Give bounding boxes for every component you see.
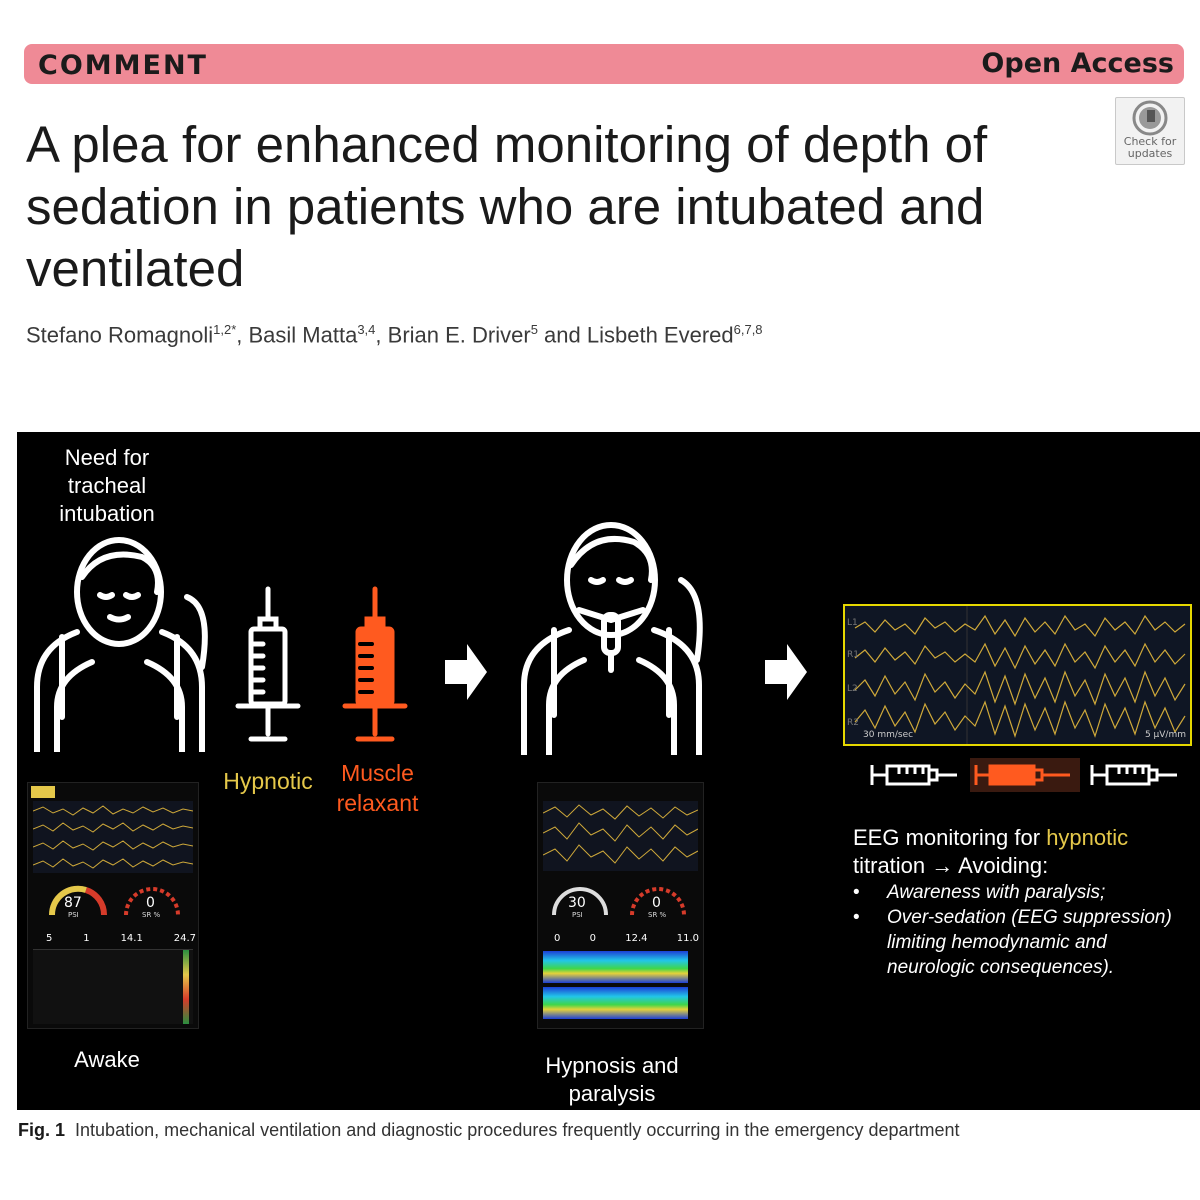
patient-awake-icon [34,537,208,752]
psi-value: 87 [64,895,82,911]
hypnotic-label: Hypnotic [223,768,313,794]
syringe-horizontal-icon [870,764,957,786]
eeg-heading-text: EEG monitoring for [853,825,1047,850]
hypnosis-paralysis-label: Hypnosis and paralysis [517,1052,707,1108]
sr-gauge [124,887,180,916]
author-name[interactable]: Brian E. Driver [387,322,531,348]
eeg-lead-label: L1 [847,618,858,628]
eeg-mini-traces [33,801,193,873]
psi-gauge [48,885,108,916]
bullet-text: limiting hemodynamic and [887,932,1107,953]
check-updates-line1: Check for [1123,135,1177,148]
hyp-line: Hypnosis and [545,1053,679,1078]
bullet: • [853,907,860,928]
author-sep: and [537,322,587,348]
eeg-speed: 30 mm/sec [863,730,914,740]
psi-value: 30 [568,895,586,911]
section-banner: COMMENT Open Access [24,44,1184,84]
caption-text: Intubation, mechanical ventilation and d… [75,1120,960,1140]
param-value: 12.4 [625,933,648,944]
eeg-bullets: • Awareness with paralysis; • Over-sedatio… [853,880,1198,980]
eeg-mini-traces [543,801,698,871]
eeg-lead-label: R2 [847,718,859,728]
section-label: COMMENT [38,50,208,81]
muscle-relaxant-label: Muscle relaxant [325,758,430,818]
syringe-horizontal-relaxant-icon [970,758,1080,792]
param-value: 11.0 [676,933,699,944]
author-list: Stefano Romagnoli1,2*, Basil Matta3,4, B… [26,322,763,348]
eeg-heading-text: titration → Avoiding: [853,853,1049,878]
arrow-right-icon [445,644,487,700]
monitor-hypnosis: 30 PSI 0 SR % 0 0 12.4 11.0 [537,782,704,1029]
patient-intubated-icon [521,522,703,755]
syringe-horizontal-icon [1090,764,1177,786]
article-title: A plea for enhanced monitoring of depth … [26,116,988,297]
param-value: 0 [589,933,596,944]
relaxant-line: relaxant [336,790,419,816]
author-name[interactable]: Stefano Romagnoli [26,322,214,348]
author-affil: 6,7,8 [733,322,763,337]
eeg-lead-label: L2 [847,684,858,694]
trend-area [33,949,193,1024]
sr-value: 0 [652,895,661,911]
eeg-lead-label: R1 [847,650,859,660]
sr-label: SR % [648,911,667,919]
bullet-text: Awareness with paralysis; [887,882,1106,903]
need-line: Need for [64,445,150,470]
param-value: 5 [46,933,53,944]
eeg-traces [854,606,1186,744]
awake-label: Awake [74,1047,140,1072]
param-value: 1 [83,933,90,944]
author-name[interactable]: Basil Matta [248,322,358,348]
hypnotic-syringe-icon [235,586,301,742]
psi-gauge [552,887,608,916]
eeg-heading: EEG monitoring for hypnotic titration → … [853,824,1193,880]
author-affil: 1,2* [213,322,237,337]
sr-label: SR % [142,911,161,919]
param-value: 0 [554,933,561,944]
param-row: 0 0 12.4 11.0 [554,933,699,944]
figure-caption: Fig. 1 Intubation, mechanical ventilatio… [18,1120,960,1141]
author-affil: 3,4 [357,322,376,337]
bullet-text: Over-sedation (EEG suppression) [887,907,1172,928]
author-sep: , [375,322,388,348]
arrow-right-icon [765,644,807,700]
need-line: tracheal [67,473,147,498]
sr-gauge [630,887,686,916]
relaxant-syringe-icon [342,586,408,742]
author-name[interactable]: Lisbeth Evered [586,322,734,348]
figure-1: Need for tracheal intubation Hypnoti [17,432,1200,1110]
param-value: 24.7 [173,933,196,944]
check-updates-line2: updates [1127,147,1173,160]
hyp-line: paralysis [568,1081,656,1106]
psi-label: PSI [572,911,583,919]
caption-label: Fig. 1 [18,1120,66,1140]
param-row: 5 1 14.1 24.7 [46,933,196,944]
param-value: 14.1 [120,933,143,944]
psi-label: PSI [68,911,79,919]
check-updates-icon [1132,100,1168,136]
dsa-spectrogram [543,951,688,983]
author-affil: 5 [530,322,538,337]
author-sep: , [236,322,249,348]
relaxant-line: Muscle [341,760,414,786]
eeg-panel: L1 R1 L2 R2 30 mm/sec 5 µV/mm [843,604,1192,746]
bullet-text: neurologic consequences). [887,957,1115,978]
eeg-scale: 5 µV/mm [1144,730,1186,740]
need-line: intubation [59,501,155,526]
sr-value: 0 [146,895,155,911]
alarm-badge [31,786,55,798]
eeg-heading-highlight: hypnotic [1046,825,1129,850]
bullet: • [853,882,860,903]
dsa-spectrogram [543,987,688,1019]
monitor-awake: 87 PSI 0 SR % 5 1 14.1 24.7 [27,782,199,1029]
need-intubation-label: Need for tracheal intubation [37,444,177,528]
open-access-label[interactable]: Open Access [981,48,1174,79]
